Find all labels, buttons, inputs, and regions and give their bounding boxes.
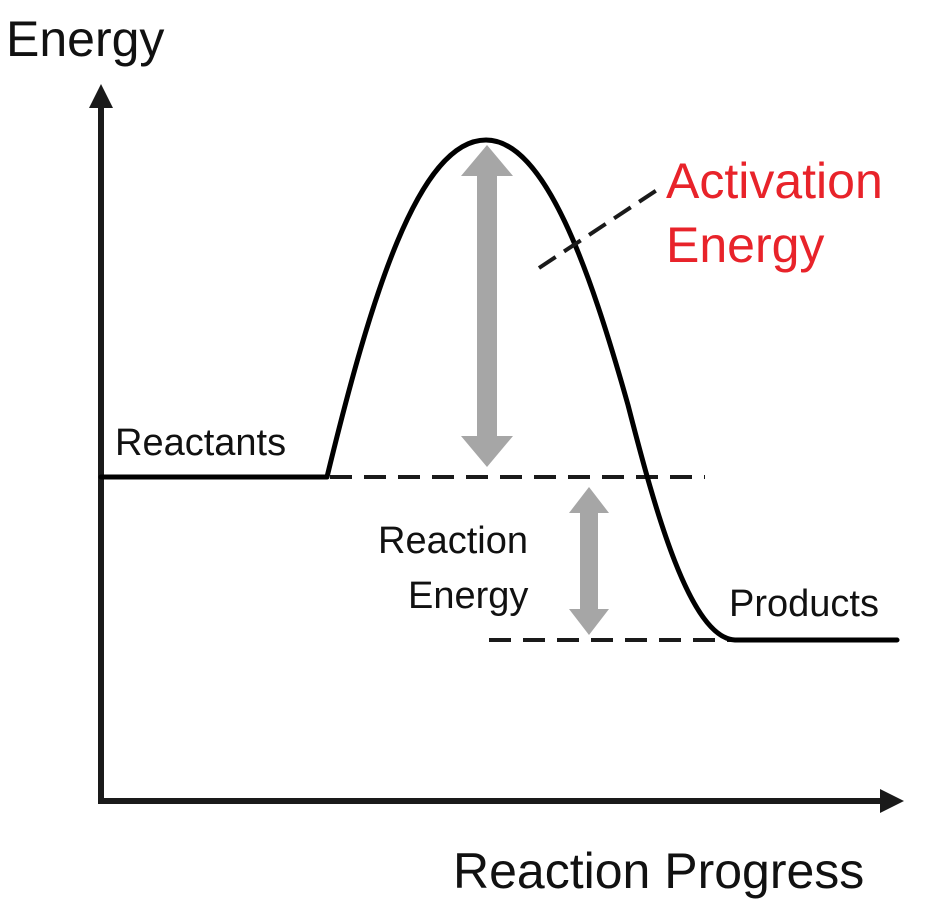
y-axis-arrowhead: [89, 84, 113, 108]
activation-energy-arrow: [461, 145, 513, 467]
x-axis-arrowhead: [880, 789, 904, 813]
reactants-label: Reactants: [115, 422, 286, 464]
activation-leader-dashed-line: [537, 186, 662, 270]
reaction-energy-label-line1: Reaction: [378, 520, 528, 562]
products-label: Products: [729, 583, 879, 625]
reaction-energy-label-line2: Energy: [408, 575, 528, 617]
y-axis-label: Energy: [6, 11, 164, 67]
activation-energy-label-line1: Activation: [666, 153, 883, 209]
energy-curve: [98, 137, 900, 643]
activation-energy-label-line2: Energy: [666, 217, 824, 273]
x-axis-label: Reaction Progress: [453, 843, 864, 899]
reaction-energy-arrow: [569, 487, 609, 635]
